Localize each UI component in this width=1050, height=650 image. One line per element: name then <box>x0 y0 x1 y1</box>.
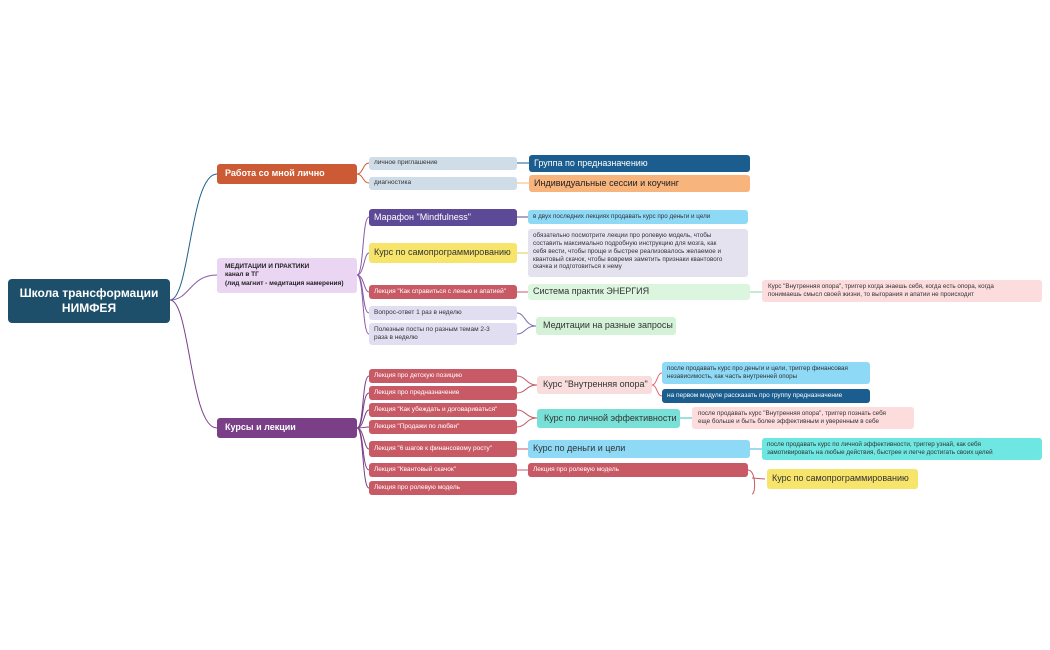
note-money-goals: после продавать курс по личной эффективн… <box>762 438 1042 460</box>
course-money-goals[interactable]: Курс по деньги и цели <box>528 440 750 458</box>
item-diagnostics[interactable]: диагностика <box>369 177 517 190</box>
lecture-purpose[interactable]: Лекция про предназначение <box>369 386 517 400</box>
lecture-role-model[interactable]: Лекция про ролевую модель <box>369 481 517 495</box>
lecture-persuade[interactable]: Лекция "Как убеждать и договариваться" <box>369 403 517 417</box>
item-useful-posts[interactable]: Полезные посты по разным темам 2-3 раза … <box>369 323 517 345</box>
item-qa-weekly[interactable]: Вопрос-ответ 1 раз в неделю <box>369 306 517 320</box>
target-individual-sessions[interactable]: Индивидуальные сессии и коучинг <box>529 175 750 192</box>
lecture-quantum-leap[interactable]: Лекция "Квантовый скачок" <box>369 463 517 477</box>
branch-meditations[interactable]: МЕДИТАЦИИ И ПРАКТИКИ канал в ТГ (лид маг… <box>217 258 357 293</box>
note-inner-support-purpose: на первом модуле рассказать про группу п… <box>662 389 870 403</box>
lecture-love-sales[interactable]: Лекция "Продажи по любви" <box>369 420 517 434</box>
course-personal-efficiency[interactable]: Курс по личной эффективности <box>537 409 680 428</box>
note-efficiency: после продавать курс "Внутренняя опора",… <box>692 407 914 429</box>
item-marathon-mindfulness[interactable]: Марафон "Mindfulness" <box>369 209 517 226</box>
lecture-child-position[interactable]: Лекция про детскую позицию <box>369 369 517 383</box>
branch-courses[interactable]: Курсы и лекции <box>217 418 357 438</box>
item-personal-invite[interactable]: личное приглашение <box>369 157 517 170</box>
target-meditations-requests[interactable]: Медитации на разные запросы <box>536 317 676 335</box>
target-energy-practices[interactable]: Система практик ЭНЕРГИЯ <box>528 284 750 300</box>
note-marathon: в двух последних лекциях продавать курс … <box>528 210 748 224</box>
item-selfprog-course[interactable]: Курс по самопрограммированию <box>369 243 517 263</box>
lecture-financial-growth[interactable]: Лекция "6 шагов к финансовому росту" <box>369 441 517 457</box>
course-selfprog-final[interactable]: Курс по самопрограммированию <box>767 469 918 489</box>
item-laziness-lecture[interactable]: Лекция "Как справиться с ленью и апатией… <box>369 285 517 299</box>
note-selfprog: обязательно посмотрите лекции про ролеву… <box>528 229 748 277</box>
target-role-model-lecture[interactable]: Лекция про ролевую модель <box>528 463 748 477</box>
course-inner-support[interactable]: Курс "Внутренняя опора" <box>537 376 652 394</box>
root-node[interactable]: Школа трансформации НИМФЕЯ <box>8 279 170 323</box>
note-inner-support-money: после продавать курс про деньги и цели, … <box>662 362 870 384</box>
note-inner-support-trigger: Курс "Внутренняя опора", триггер когда з… <box>762 280 1042 302</box>
branch-personal-work[interactable]: Работа со мной лично <box>217 164 357 184</box>
target-purpose-group[interactable]: Группа по предназначению <box>529 155 750 172</box>
